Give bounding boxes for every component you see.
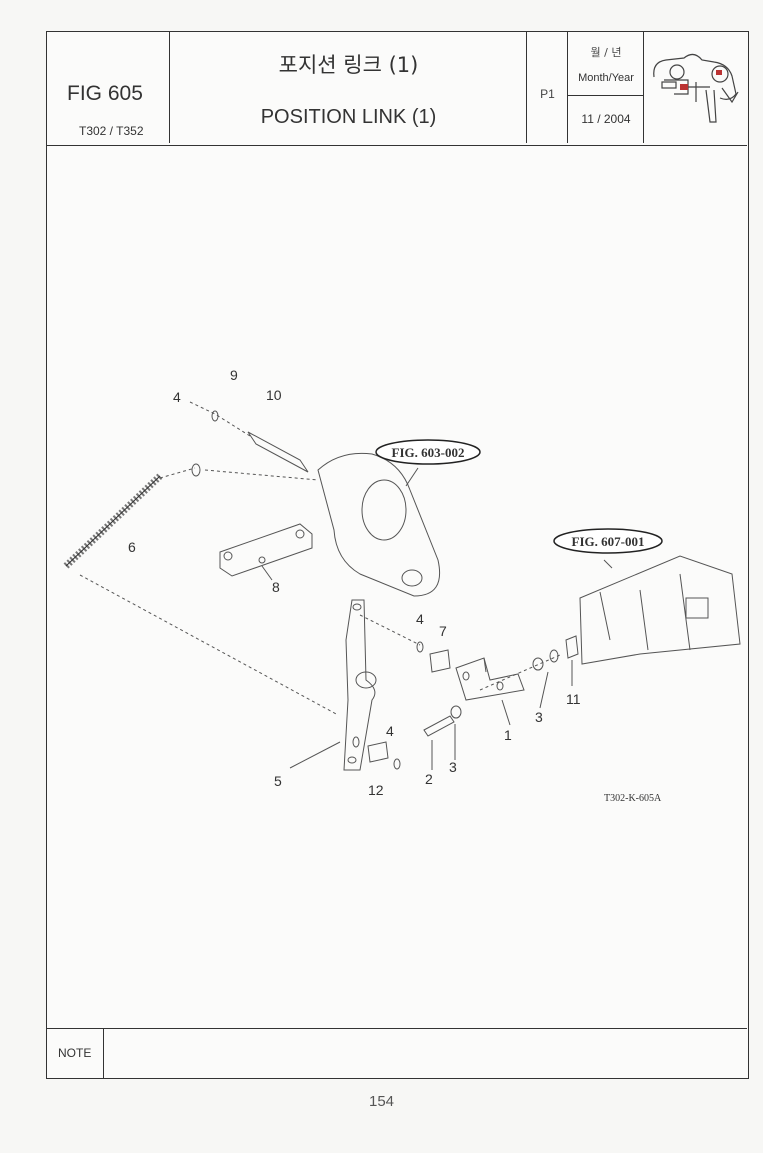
fig-code: FIG 605 (67, 82, 143, 105)
note-label-cell: NOTE (47, 1029, 104, 1078)
page-code: P1 (540, 87, 555, 101)
title-english: POSITION LINK (1) (260, 106, 437, 128)
date-value: 11 / 2004 (581, 112, 631, 126)
model-number: T302 / T352 (79, 124, 144, 138)
date-cell: 월 / 년 Month/Year 11 / 2004 (568, 32, 644, 143)
note-row: NOTE (47, 1028, 747, 1079)
note-label: NOTE (58, 1046, 92, 1060)
logo-cell (644, 32, 747, 143)
fig-cell: FIG 605 T302 / T352 (47, 32, 170, 143)
date-label-box: 월 / 년 Month/Year (568, 32, 644, 96)
page-number: 154 (368, 1093, 395, 1110)
parts-sheet: FIG 605 T302 / T352 포지션 링크 (1) POSITION … (46, 31, 749, 1079)
machine-thumbnail-icon (653, 53, 739, 123)
title-korean: 포지션 링크 (1) (278, 53, 419, 77)
date-label-korean: 월 / 년 (590, 46, 622, 59)
title-cell: 포지션 링크 (1) POSITION LINK (1) (170, 32, 527, 143)
page-cell: P1 (527, 32, 568, 143)
sheet-header: FIG 605 T302 / T352 포지션 링크 (1) POSITION … (47, 32, 747, 146)
date-label: Month/Year (578, 72, 634, 84)
